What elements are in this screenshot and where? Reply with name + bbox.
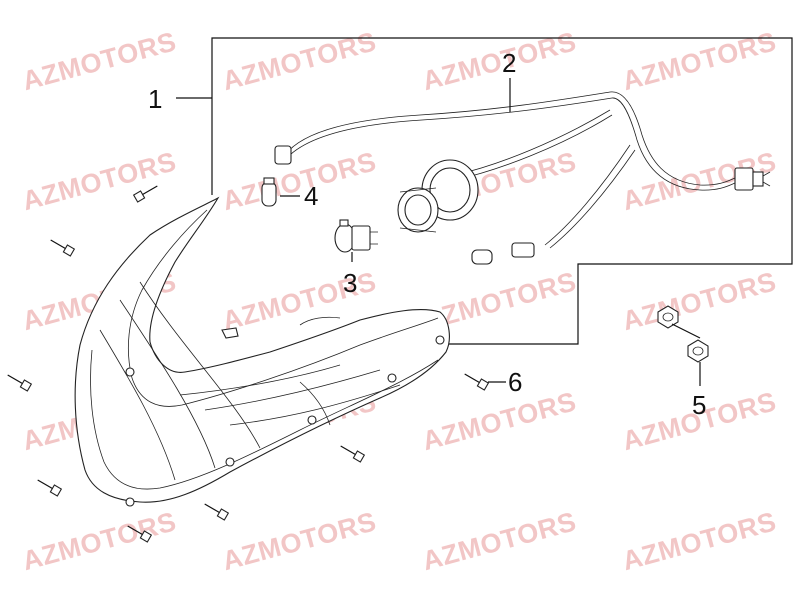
screw xyxy=(37,479,63,497)
nut-lower xyxy=(687,339,709,363)
watermark-text: AZMOTORS xyxy=(619,26,779,96)
position-lamp-socket xyxy=(274,145,292,165)
watermark-text: AZMOTORS xyxy=(19,506,179,576)
screw xyxy=(464,373,490,391)
screw xyxy=(127,525,153,543)
watermark-text: AZMOTORS xyxy=(219,146,379,216)
screw xyxy=(50,239,76,257)
nut-upper xyxy=(657,305,679,329)
callout-leader-5 xyxy=(671,323,701,339)
callout-label-1: 1 xyxy=(148,84,162,114)
watermark-text: AZMOTORS xyxy=(219,506,379,576)
headlight-bulb xyxy=(334,219,378,253)
watermark-text: AZMOTORS xyxy=(219,26,379,96)
headlight-housing xyxy=(74,196,450,507)
callout-label-4: 4 xyxy=(304,181,318,211)
callout-label-6: 6 xyxy=(508,367,522,397)
screw xyxy=(340,445,366,463)
watermark-text: AZMOTORS xyxy=(419,26,579,96)
screw xyxy=(204,503,230,521)
watermark-text: AZMOTORS xyxy=(419,386,579,456)
watermark-text: AZMOTORS xyxy=(619,506,779,576)
position-bulb xyxy=(261,177,277,207)
watermark-text: AZMOTORS xyxy=(619,266,779,336)
screw xyxy=(132,185,158,203)
callout-label-3: 3 xyxy=(343,268,357,298)
watermark-text: AZMOTORS xyxy=(419,506,579,576)
screw xyxy=(7,374,33,392)
watermark-text: AZMOTORS xyxy=(19,146,179,216)
assembly-bracket xyxy=(211,37,793,345)
bulb-socket-assembly xyxy=(397,159,479,233)
screws xyxy=(7,185,490,543)
callout-label-5: 5 xyxy=(692,390,706,420)
connector xyxy=(734,167,754,191)
callout-label-2: 2 xyxy=(502,48,516,78)
